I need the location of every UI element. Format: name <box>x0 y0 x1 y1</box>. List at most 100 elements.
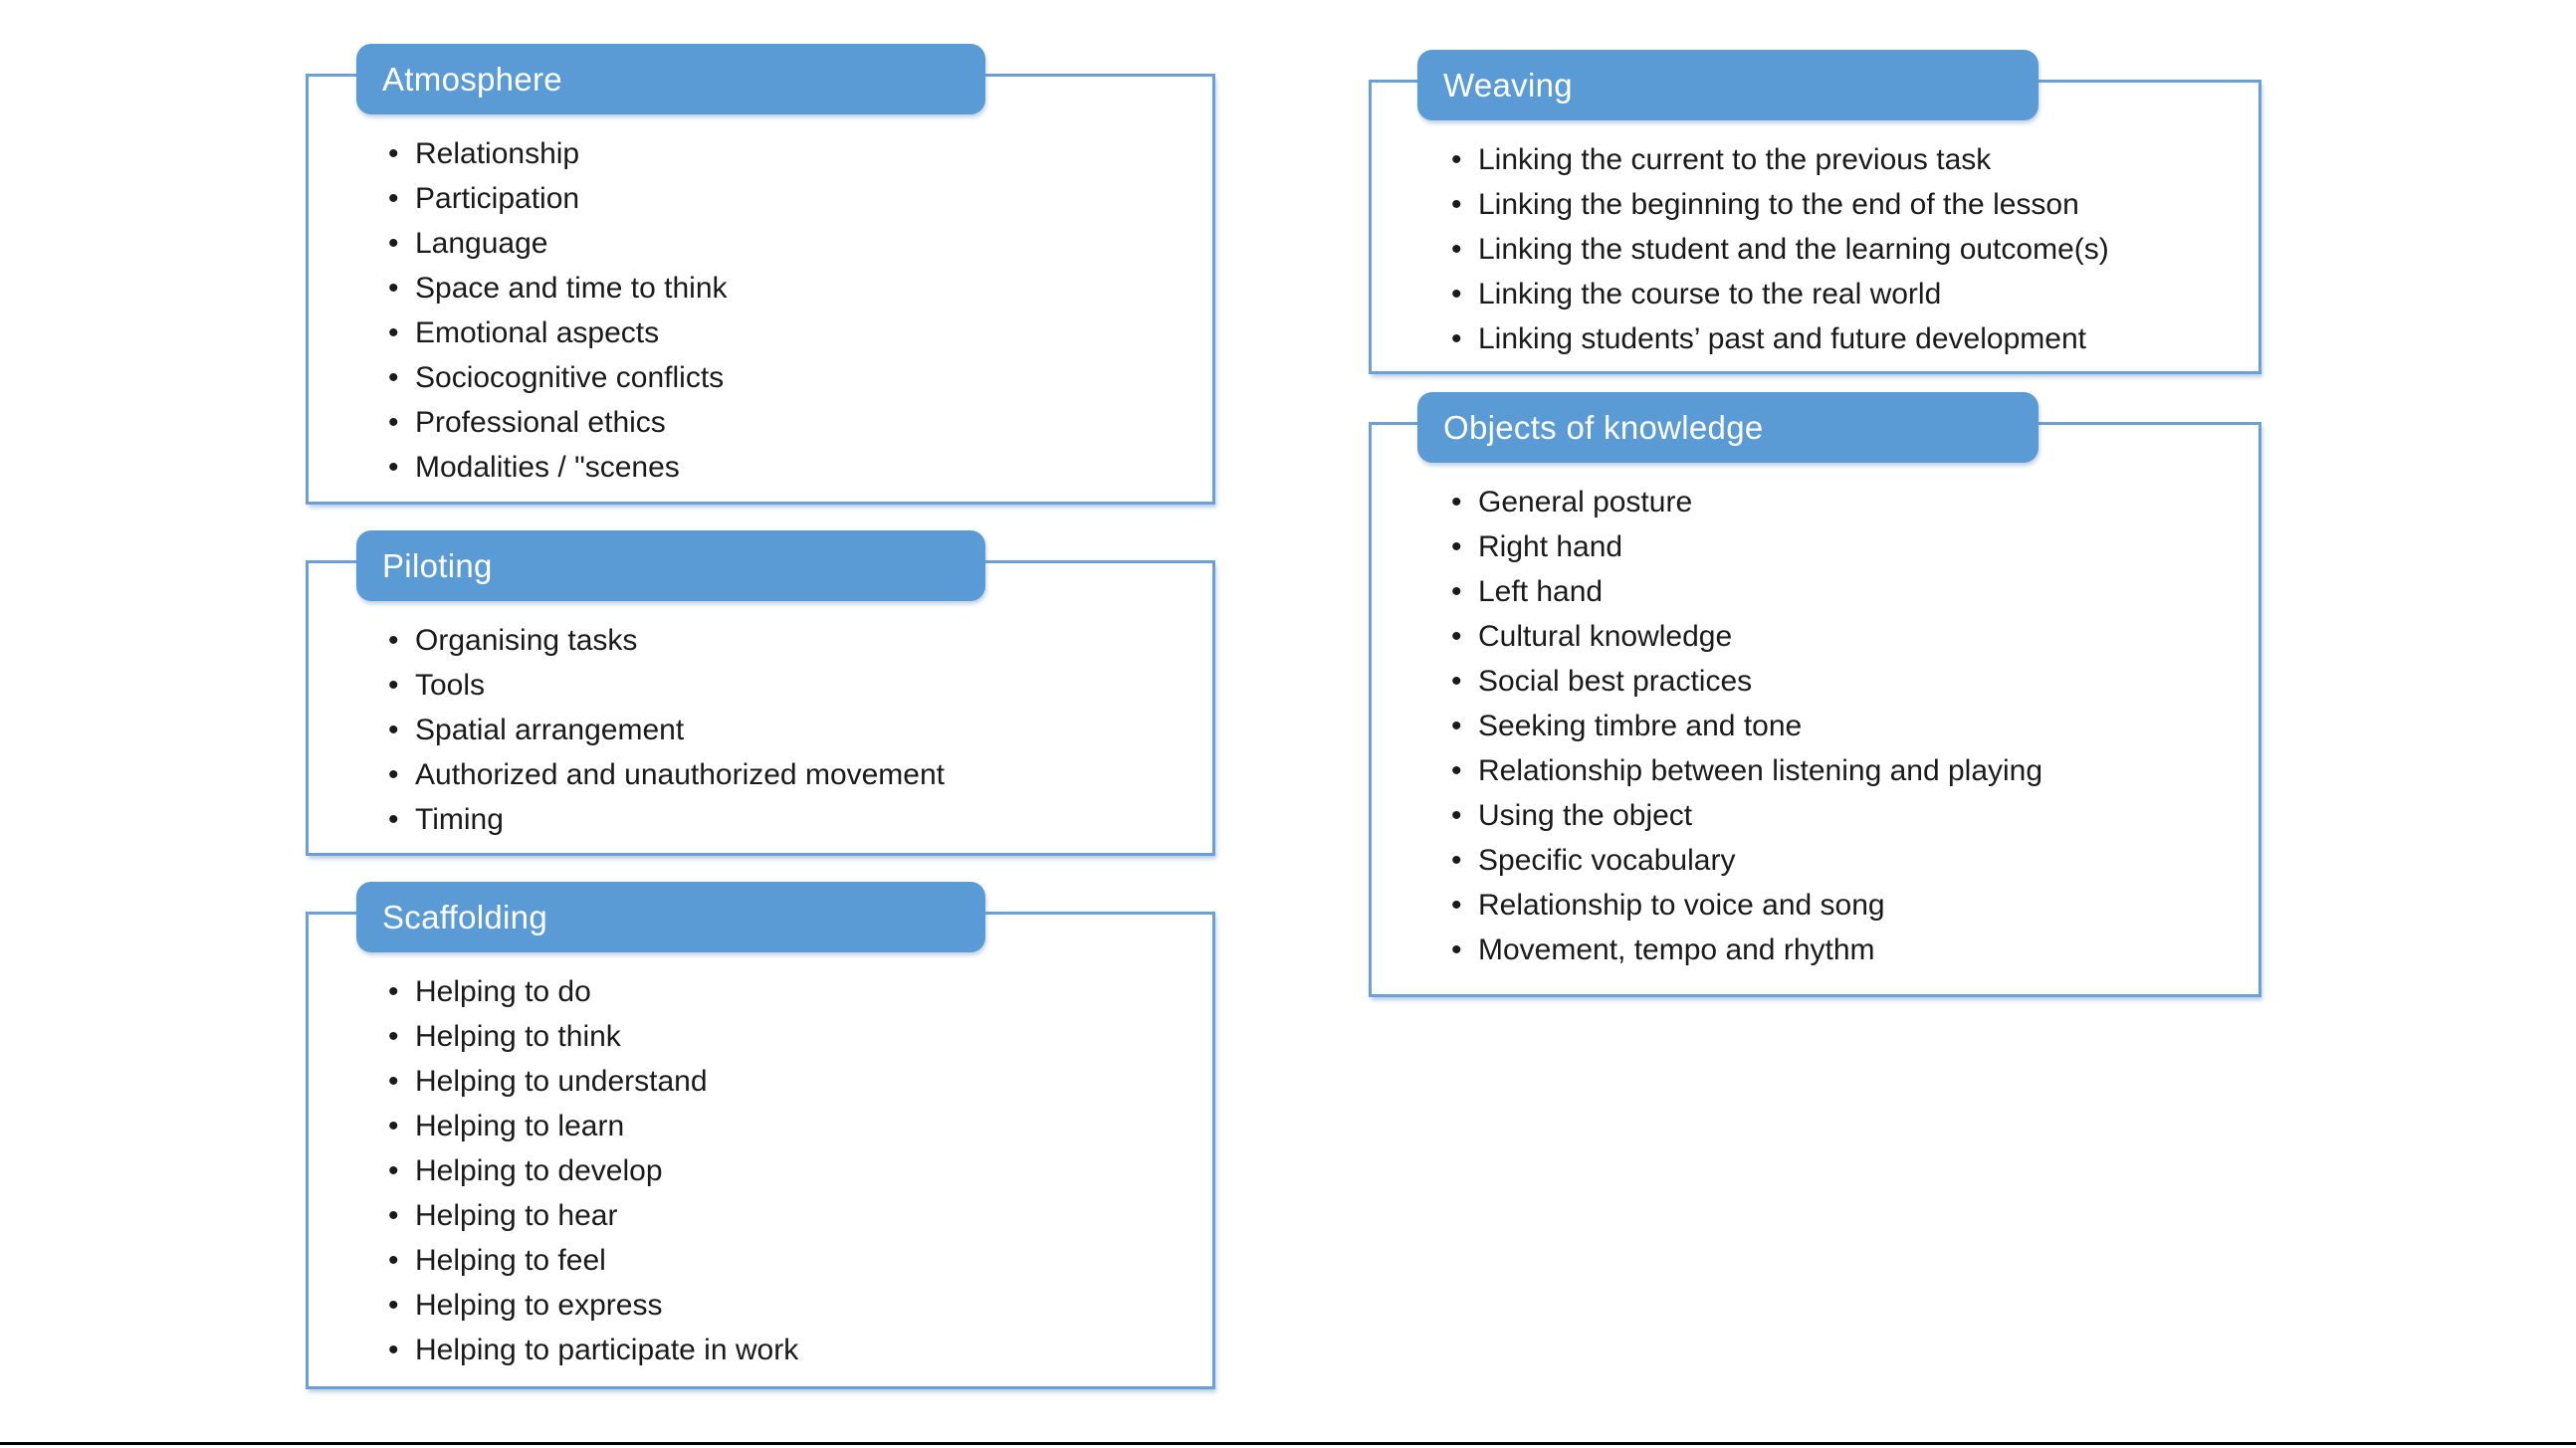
list-item-text: Space and time to think <box>415 272 728 305</box>
bullet-glyph: • <box>388 758 399 791</box>
list-item: • Space and time to think <box>388 266 1192 310</box>
bullet-glyph: • <box>1451 844 1462 877</box>
list-item: •Linking the student and the learning ou… <box>1451 227 2239 272</box>
bullet-glyph: • <box>1451 233 1462 266</box>
bullet-glyph: • <box>388 624 399 657</box>
list-item-text: Organising tasks <box>415 624 638 657</box>
list-item-text: Linking the beginning to the end of the … <box>1478 188 2079 221</box>
bullet-glyph: • <box>388 316 399 349</box>
bullet-list: •Relationship •Participation •Language •… <box>388 131 1192 490</box>
list-item-text: Professional ethics <box>415 406 666 439</box>
bullet-glyph: • <box>388 182 399 215</box>
list-item-text: Sociocognitive conflicts <box>415 361 725 394</box>
bullet-glyph: • <box>1451 322 1462 355</box>
bullet-list: •Helping to do •Helping to think •Helpin… <box>388 969 1192 1372</box>
list-item: • Relationship <box>388 131 1192 176</box>
list-item-text: Left hand <box>1478 575 1604 608</box>
panel-objects-of-knowledge: Objects of knowledge •General posture •R… <box>1369 392 2261 997</box>
bullet-glyph: • <box>388 227 399 260</box>
bullet-glyph: • <box>388 975 399 1008</box>
list-item-text: Relationship between listening and playi… <box>1478 754 2043 787</box>
bullet-glyph: • <box>1451 278 1462 310</box>
list-item-text: Helping to hear <box>415 1199 618 1232</box>
list-item-text: Relationship <box>415 137 580 170</box>
bullet-glyph: • <box>1451 889 1462 922</box>
panel-title: Piloting <box>382 546 493 584</box>
bullet-glyph: • <box>1451 143 1462 176</box>
bullet-glyph: • <box>1451 575 1462 608</box>
bullet-glyph: • <box>388 361 399 394</box>
panel-piloting: Piloting •Organising tasks •Tools •Spati… <box>306 530 1215 856</box>
list-item-text: Relationship to voice and song <box>1478 889 1885 922</box>
list-item-text: Modalities / "scenes <box>415 451 680 484</box>
bullet-glyph: • <box>1451 665 1462 698</box>
bullet-list: •Organising tasks •Tools •Spatial arrang… <box>388 618 1192 842</box>
bullet-glyph: • <box>388 1199 399 1232</box>
list-item: •Using the object <box>1451 793 2239 838</box>
bullet-glyph: • <box>388 1334 399 1366</box>
list-item-text: Tools <box>415 669 486 702</box>
bullet-glyph: • <box>388 1244 399 1277</box>
bullet-glyph: • <box>388 1289 399 1322</box>
list-item: • Helping to hear <box>388 1193 1192 1238</box>
list-item: • Linking the course to the real world <box>1451 272 2239 316</box>
bullet-glyph: • <box>388 406 399 439</box>
list-item-text: Linking the course to the real world <box>1478 278 1942 310</box>
list-item: • Helping to do <box>388 969 1192 1014</box>
list-item: •Authorized and unauthorized movement <box>388 752 1192 797</box>
list-item-text: Linking students’ past and future develo… <box>1478 322 2086 355</box>
list-item-text: Right hand <box>1478 530 1623 563</box>
list-item-text: General posture <box>1478 486 1693 518</box>
list-item-text: Emotional aspects <box>415 316 660 349</box>
list-item: • Linking students’ past and future devel… <box>1451 316 2239 361</box>
list-item: •Tools <box>388 663 1192 708</box>
list-item: • General posture <box>1451 480 2239 524</box>
bullet-list: •General posture •Right hand •Left hand … <box>1451 480 2239 972</box>
list-item: • Helping to express <box>388 1283 1192 1328</box>
list-item: • Linking the current to the previous tas… <box>1451 137 2239 182</box>
list-item-text: Helping to learn <box>415 1110 625 1142</box>
bullet-glyph: • <box>1451 710 1462 742</box>
list-item: • Helping to feel <box>388 1238 1192 1283</box>
bullet-glyph: • <box>388 803 399 836</box>
panel-header-scaffolding: Scaffolding <box>356 882 985 952</box>
bullet-glyph: • <box>388 272 399 305</box>
panel-title: Objects of knowledge <box>1443 408 1764 446</box>
list-item: • Helping to participate in work <box>388 1328 1192 1372</box>
bullet-list: • Linking the current to the previous tas… <box>1451 137 2239 361</box>
list-item-text: Specific vocabulary <box>1478 844 1736 877</box>
panel-header-objects-of-knowledge: Objects of knowledge <box>1417 392 2039 463</box>
list-item-text: Helping to feel <box>415 1244 606 1277</box>
panel-title: Scaffolding <box>382 898 547 935</box>
list-item-text: Helping to express <box>415 1289 663 1322</box>
bullet-glyph: • <box>388 451 399 484</box>
list-item: • Emotional aspects <box>388 310 1192 355</box>
list-item: • Modalities / "scenes <box>388 445 1192 490</box>
list-item: • Sociocognitive conflicts <box>388 355 1192 400</box>
bullet-glyph: • <box>1451 799 1462 832</box>
panel-header-atmosphere: Atmosphere <box>356 44 985 114</box>
bullet-glyph: • <box>1451 188 1462 221</box>
panel-header-weaving: Weaving <box>1417 50 2039 120</box>
list-item: •Helping to develop <box>388 1148 1192 1193</box>
list-item: •Relationship between listening and play… <box>1451 748 2239 793</box>
list-item-text: Participation <box>415 182 580 215</box>
bullet-glyph: • <box>1451 486 1462 518</box>
list-item: •Cultural knowledge <box>1451 614 2239 659</box>
list-item: •Movement, tempo and rhythm <box>1451 928 2239 972</box>
bullet-glyph: • <box>1451 530 1462 563</box>
list-item-text: Linking the current to the previous task <box>1478 143 1992 176</box>
list-item-text: Helping to think <box>415 1020 621 1053</box>
bullet-glyph: • <box>388 137 399 170</box>
panel-scaffolding: Scaffolding • Helping to do • Helping to t… <box>306 882 1215 1389</box>
list-item-text: Helping to do <box>415 975 591 1008</box>
list-item-text: Seeking timbre and tone <box>1478 710 1803 742</box>
list-item: • Specific vocabulary <box>1451 838 2239 883</box>
list-item: • Linking the beginning to the end of the… <box>1451 182 2239 227</box>
list-item: • Participation <box>388 176 1192 221</box>
list-item-text: Spatial arrangement <box>415 714 685 746</box>
list-item: • Relationship to voice and song <box>1451 883 2239 928</box>
list-item-text: Helping to participate in work <box>415 1334 799 1366</box>
bullet-glyph: • <box>388 1110 399 1142</box>
list-item-text: Helping to understand <box>415 1065 708 1098</box>
